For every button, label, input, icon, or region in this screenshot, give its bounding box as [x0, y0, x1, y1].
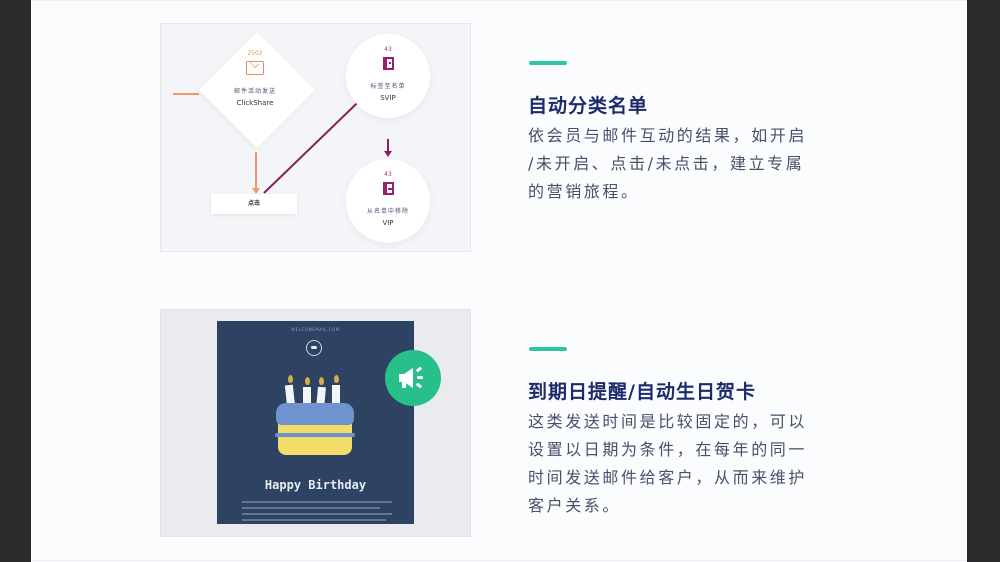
- down-connector: [255, 152, 257, 192]
- diamond-node-content: 2502 邮件活动发送 ClickShare: [205, 50, 305, 107]
- description-line: 的营销旅程。: [528, 182, 640, 201]
- candle: [332, 385, 340, 407]
- mail-icon: [246, 61, 264, 75]
- circle1-count: 43: [384, 46, 392, 53]
- birthday-card-illustration: WELCOMEMAIL.COM Happy Birthday: [160, 309, 471, 537]
- circle-node-remove: 43 从名单中移除 VIP: [346, 159, 430, 243]
- description-line: 设置以日期为条件，在每年的同一: [528, 440, 808, 459]
- megaphone-badge: [385, 350, 441, 406]
- top-divider: [31, 0, 967, 1]
- cake-body: [278, 421, 352, 455]
- birthday-email-preview: WELCOMEMAIL.COM Happy Birthday: [217, 321, 414, 524]
- diamond-count: 2502: [247, 50, 263, 57]
- circle2-sub: VIP: [382, 219, 394, 227]
- cake-frosting: [276, 403, 354, 425]
- flow-diagram-card: 2502 邮件活动发送 ClickShare 点击 43 标签至名单 SVIP …: [160, 23, 471, 252]
- megaphone-icon: [399, 367, 423, 388]
- flame-icon: [288, 375, 293, 383]
- birthday-cake-icon: [272, 371, 358, 461]
- flame-icon: [305, 377, 310, 385]
- flame-icon: [319, 377, 324, 385]
- down-arrow-icon: [384, 151, 392, 157]
- description-line: 客户关系。: [528, 496, 622, 515]
- vertical-connector: [387, 139, 389, 153]
- diamond-sub: ClickShare: [236, 99, 274, 107]
- section-title: 自动分类名单: [528, 95, 649, 117]
- tag-box-icon: [382, 57, 394, 70]
- accent-bar: [529, 61, 567, 65]
- candle: [303, 387, 311, 409]
- incoming-connector: [173, 93, 199, 95]
- circle1-sub: SVIP: [380, 94, 396, 102]
- description-line: 时间发送邮件给客户，从而来维护: [528, 468, 808, 487]
- diamond-label: 邮件活动发送: [233, 88, 276, 95]
- page: 2502 邮件活动发送 ClickShare 点击 43 标签至名单 SVIP …: [31, 0, 967, 562]
- cake-stripe: [275, 433, 355, 437]
- description-line: 这类发送时间是比较固定的，可以: [528, 412, 808, 431]
- section-description: 依会员与邮件互动的结果，如开启 /未开启、点击/未点击，建立专属 的营销旅程。: [528, 122, 848, 206]
- email-body-text: [242, 501, 392, 524]
- description-line: 依会员与邮件互动的结果，如开启: [528, 126, 808, 145]
- description-line: /未开启、点击/未点击，建立专属: [528, 154, 805, 173]
- flame-icon: [334, 375, 339, 383]
- circle2-label: 从名单中移除: [366, 208, 409, 215]
- section-description: 这类发送时间是比较固定的，可以 设置以日期为条件，在每年的同一 时间发送邮件给客…: [528, 408, 848, 520]
- circle-node-tag: 43 标签至名单 SVIP: [346, 34, 430, 118]
- email-logo-icon: [306, 340, 322, 356]
- bottom-divider: [31, 560, 967, 561]
- circle2-count: 43: [384, 171, 392, 178]
- accent-bar: [529, 347, 567, 351]
- click-box: 点击: [211, 194, 297, 214]
- birthday-greeting: Happy Birthday: [264, 478, 367, 492]
- section-title: 到期日提醒/自动生日贺卡: [528, 381, 756, 403]
- down-arrow-icon: [251, 188, 260, 194]
- email-header-url: WELCOMEMAIL.COM: [291, 327, 340, 332]
- circle1-label: 标签至名单: [370, 83, 406, 90]
- remove-box-icon: [382, 182, 394, 195]
